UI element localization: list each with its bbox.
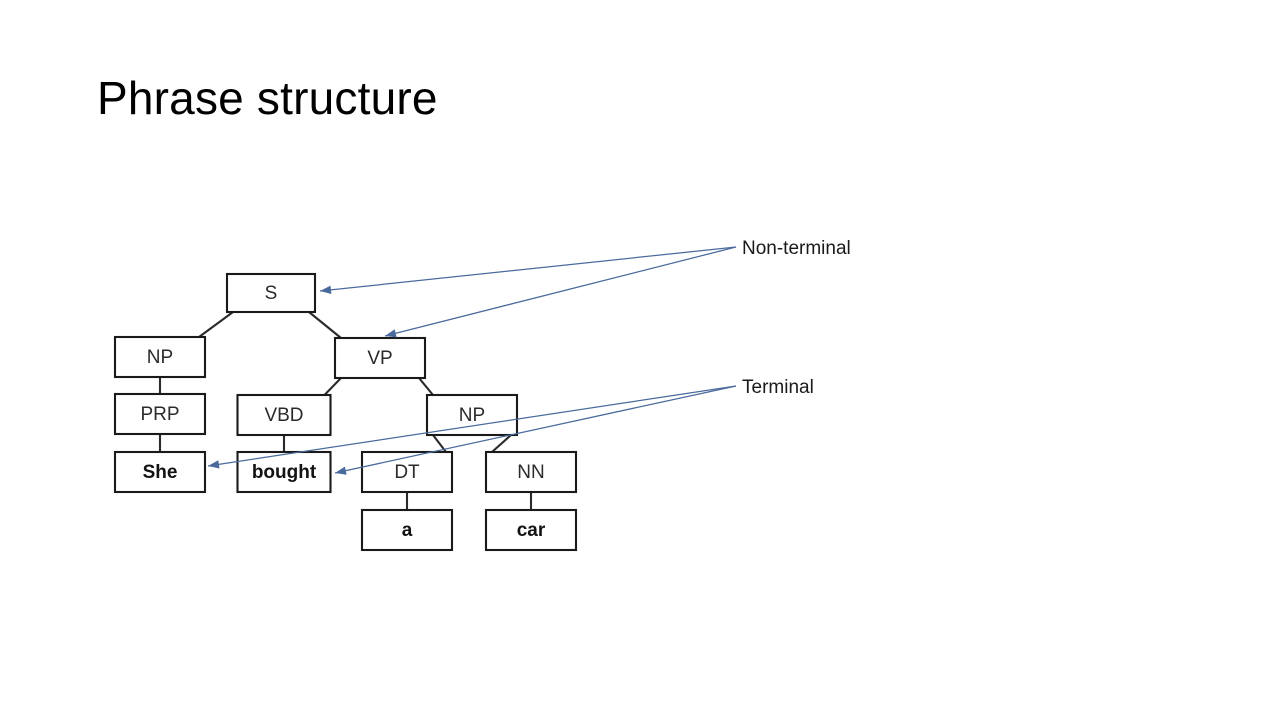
- tree-node-NP1[interactable]: NP: [113, 335, 207, 379]
- node-label-NP2: NP: [459, 405, 485, 426]
- tree-edge-S-VP: [308, 311, 342, 339]
- callout-arrowhead-non-terminal-0: [320, 285, 332, 295]
- callout-line-non-terminal-1: [384, 246, 737, 337]
- callout-line-terminal-1: [334, 385, 737, 474]
- tree-edge-NP2-NN: [491, 434, 512, 453]
- page-title: Phrase structure: [97, 72, 438, 124]
- tree-node-She[interactable]: She: [113, 450, 207, 494]
- callout-line-terminal-0: [207, 385, 737, 467]
- node-label-NN: NN: [517, 462, 544, 483]
- tree-node-DT[interactable]: DT: [360, 450, 454, 494]
- node-box-car: [484, 508, 578, 552]
- node-box-NN: [484, 450, 578, 494]
- node-label-PRP: PRP: [140, 404, 179, 425]
- callout-arrowhead-terminal-1: [335, 466, 347, 475]
- node-label-VP: VP: [367, 348, 392, 369]
- callout-lines-layer: [207, 246, 737, 475]
- tree-edge-VP-VBD: [323, 377, 342, 396]
- callout-label-terminal: Terminal: [742, 377, 814, 398]
- tree-node-car[interactable]: car: [484, 508, 578, 552]
- tree-edge-VP-NP2: [418, 377, 434, 396]
- tree-node-NN[interactable]: NN: [484, 450, 578, 494]
- tree-nodes-layer: S NP VP PRP VBD NP She bought DT NN a car: [113, 272, 578, 552]
- tree-node-VP[interactable]: VP: [333, 336, 427, 380]
- node-box-NP1: [113, 335, 207, 379]
- node-box-She: [113, 450, 207, 494]
- node-box-NP2: [425, 393, 519, 437]
- node-box-DT: [360, 450, 454, 494]
- tree-node-S[interactable]: S: [225, 272, 317, 314]
- node-label-car: car: [517, 520, 546, 541]
- node-label-a: a: [402, 520, 413, 541]
- node-label-S: S: [265, 283, 278, 304]
- node-label-VBD: VBD: [264, 405, 303, 426]
- tree-node-a[interactable]: a: [360, 508, 454, 552]
- node-label-NP1: NP: [147, 347, 173, 368]
- node-box-VBD: [236, 393, 332, 437]
- tree-node-bought[interactable]: bought: [236, 450, 332, 494]
- callout-line-non-terminal-0: [319, 246, 737, 292]
- tree-edge-S-NP1: [198, 311, 234, 338]
- tree-node-NP2[interactable]: NP: [425, 393, 519, 437]
- node-box-S: [225, 272, 317, 314]
- node-box-a: [360, 508, 454, 552]
- tree-node-VBD[interactable]: VBD: [236, 393, 332, 437]
- node-label-She: She: [143, 462, 178, 483]
- node-label-DT: DT: [394, 462, 420, 483]
- node-label-bought: bought: [252, 462, 317, 483]
- node-box-PRP: [113, 392, 207, 436]
- tree-node-PRP[interactable]: PRP: [113, 392, 207, 436]
- node-box-VP: [333, 336, 427, 380]
- callout-arrowhead-non-terminal-1: [385, 329, 397, 338]
- callout-label-non-terminal: Non-terminal: [742, 238, 851, 259]
- callout-arrowhead-terminal-0: [208, 460, 220, 469]
- tree-edges-layer: [158, 311, 533, 510]
